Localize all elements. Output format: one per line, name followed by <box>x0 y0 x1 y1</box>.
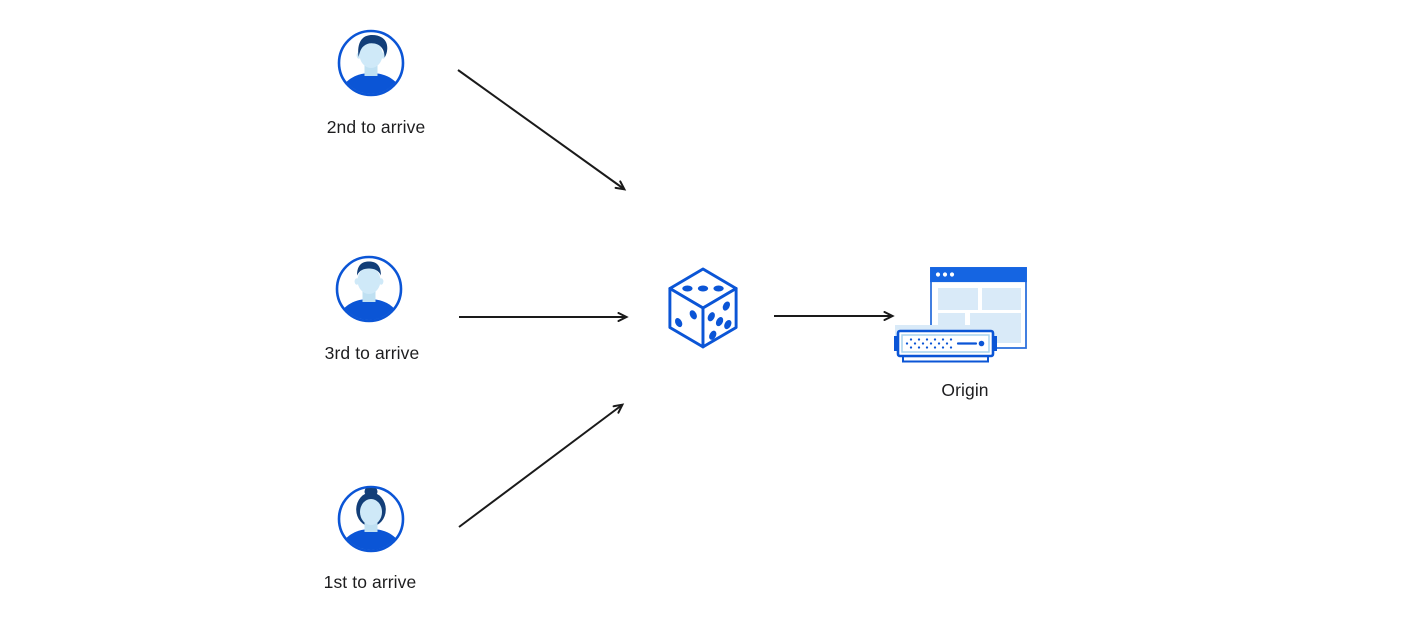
node-visitor-1st <box>336 484 406 554</box>
user-avatar-woman-bun-icon <box>337 485 405 553</box>
node-visitor-3rd <box>334 254 404 324</box>
dice-icon <box>668 267 738 349</box>
user-avatar-man-short-hair-icon <box>335 255 403 323</box>
node-label-visitor-2nd: 2nd to arrive <box>326 117 426 137</box>
node-label-origin: Origin <box>941 380 989 400</box>
user-avatar-man-swept-hair-icon <box>337 29 405 97</box>
server-vents-dots <box>905 338 953 349</box>
node-label-visitor-1st: 1st to arrive <box>323 572 417 592</box>
node-origin <box>892 262 1027 364</box>
arrow-2nd-to-dice <box>457 69 627 191</box>
node-label-visitor-3rd: 3rd to arrive <box>324 343 420 363</box>
node-random-dice <box>666 265 740 349</box>
node-visitor-2nd <box>336 28 406 98</box>
origin-server-browser-icon <box>894 267 1027 363</box>
arrow-1st-to-dice <box>458 403 625 528</box>
server-icon <box>894 325 997 363</box>
